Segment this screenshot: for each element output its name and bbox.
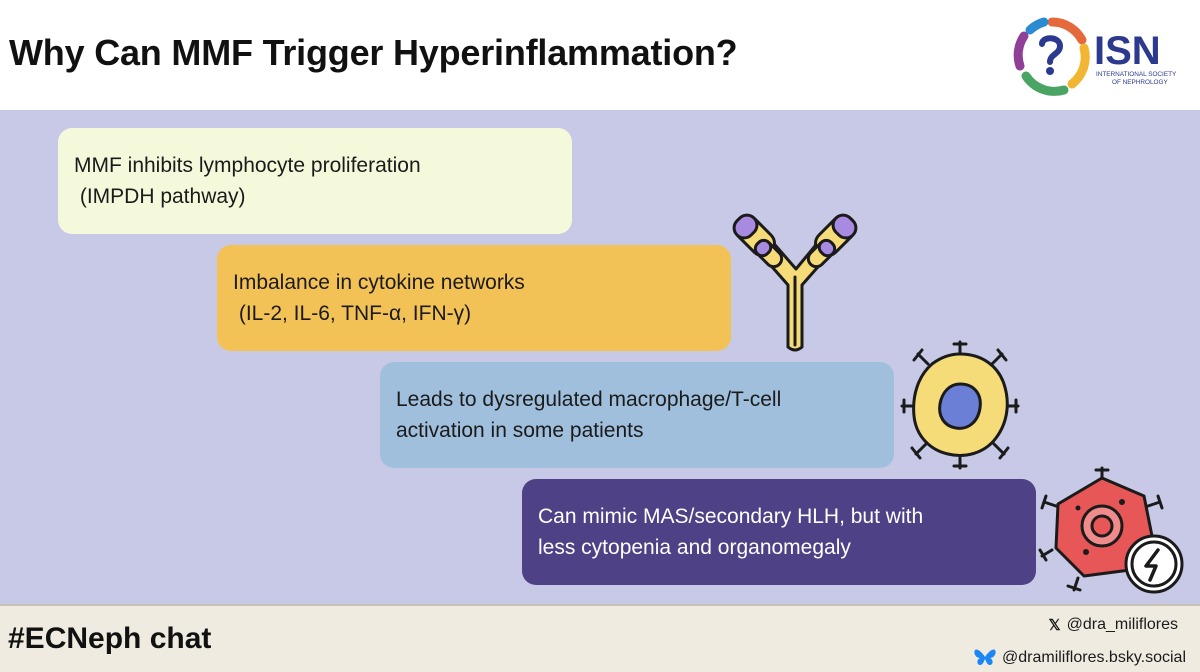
step-card-2-line1: Imbalance in cytokine networks (233, 271, 525, 294)
x-logo-icon: 𝕏 (1048, 617, 1061, 634)
step-card-4-line2: less cytopenia and organomegaly (538, 536, 851, 559)
step-card-3-line1: Leads to dysregulated macrophage/T-cell (396, 388, 782, 411)
macrophage-icon (900, 340, 1020, 470)
logo-line1: INTERNATIONAL SOCIETY (1096, 71, 1177, 78)
bsky-handle[interactable]: @dramiliflores.bsky.social (1002, 649, 1186, 666)
x-handle-row[interactable]: 𝕏 @dra_miliflores (1049, 616, 1178, 634)
logo-abbr: ISN (1094, 29, 1161, 73)
footer: #ECNeph chat 𝕏 @dra_miliflores @dramilif… (0, 604, 1200, 672)
step-card-3: Leads to dysregulated macrophage/T-cell … (380, 362, 894, 468)
step-card-3-line2: activation in some patients (396, 419, 644, 442)
page-title: Why Can MMF Trigger Hyperinflammation? (9, 32, 738, 73)
x-handle[interactable]: @dra_miliflores (1066, 616, 1178, 633)
step-card-4-line1: Can mimic MAS/secondary HLH, but with (538, 505, 924, 528)
bluesky-butterfly-icon (974, 649, 996, 665)
isn-logo-icon: ISN INTERNATIONAL SOCIETY OF NEPHROLOGY (1013, 17, 1177, 96)
header: Why Can MMF Trigger Hyperinflammation? I… (0, 0, 1200, 110)
step-card-2: Imbalance in cytokine networks (IL-2, IL… (217, 245, 731, 351)
activated-cell-icon (1038, 466, 1184, 594)
step-card-1: MMF inhibits lymphocyte proliferation (I… (58, 128, 572, 234)
logo-line2: OF NEPHROLOGY (1112, 79, 1168, 86)
step-card-4: Can mimic MAS/secondary HLH, but with le… (522, 479, 1036, 585)
step-card-2-line2: (IL-2, IL-6, TNF-α, IFN-γ) (233, 302, 472, 325)
antibody-icon (732, 213, 858, 352)
step-card-1-line1: MMF inhibits lymphocyte proliferation (74, 154, 421, 177)
hashtag: #ECNeph chat (8, 622, 212, 655)
step-card-1-line2: (IMPDH pathway) (74, 185, 246, 208)
bsky-handle-row[interactable]: @dramiliflores.bsky.social (974, 648, 1186, 668)
